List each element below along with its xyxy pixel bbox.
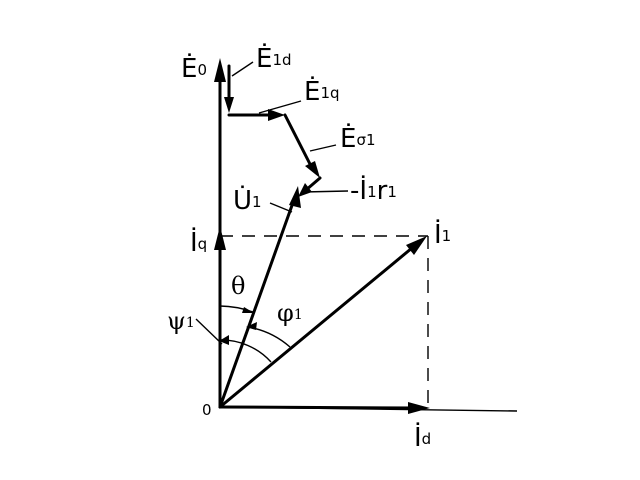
esigma1-leader [309, 144, 337, 152]
e1d-label: Ė1d [256, 42, 292, 74]
i1-arrowhead [406, 236, 427, 255]
iq-arrowhead [214, 226, 226, 250]
iq-label: İq [190, 226, 207, 258]
psi1-arc-arrow [219, 335, 229, 345]
id-label: İd [414, 421, 431, 453]
e1q-label: Ė1q [304, 75, 340, 107]
phi1-label: φ1 [277, 299, 303, 327]
theta-arc-arrow [242, 307, 254, 313]
i1-phasor [218, 241, 420, 409]
esigma1-phasor [283, 113, 314, 170]
esigma1-label: Ėσ1 [340, 122, 376, 154]
theta-arc [219, 305, 254, 313]
e0-arrowhead [214, 58, 226, 82]
psi1-leader [195, 318, 223, 345]
theta-label: θ [231, 272, 245, 300]
origin-label: 0 [202, 401, 212, 419]
e1q-arrowhead [268, 109, 285, 121]
phi1-arc [247, 326, 291, 348]
phi1-arc-arrow [246, 322, 257, 330]
u1-label: U̇1 [233, 184, 262, 216]
u1-phasor [218, 195, 297, 409]
id-phasor [218, 405, 420, 410]
esigma1-arrowhead [305, 161, 320, 178]
i1r1-label: -İ1r1 [350, 174, 397, 206]
i1-label: İ1 [434, 218, 451, 250]
i1r1-arrowhead [298, 183, 312, 197]
u1-arrowhead [289, 186, 301, 208]
u1-leader [269, 202, 293, 213]
e1d-leader [231, 61, 254, 77]
e1d-arrowhead [224, 97, 234, 113]
psi1-label: ψ1 [167, 307, 195, 335]
id-arrowhead [408, 402, 430, 414]
e0-label: Ė0 [181, 52, 207, 84]
i1r1-leader [302, 190, 349, 193]
e1q-leader [258, 100, 302, 114]
